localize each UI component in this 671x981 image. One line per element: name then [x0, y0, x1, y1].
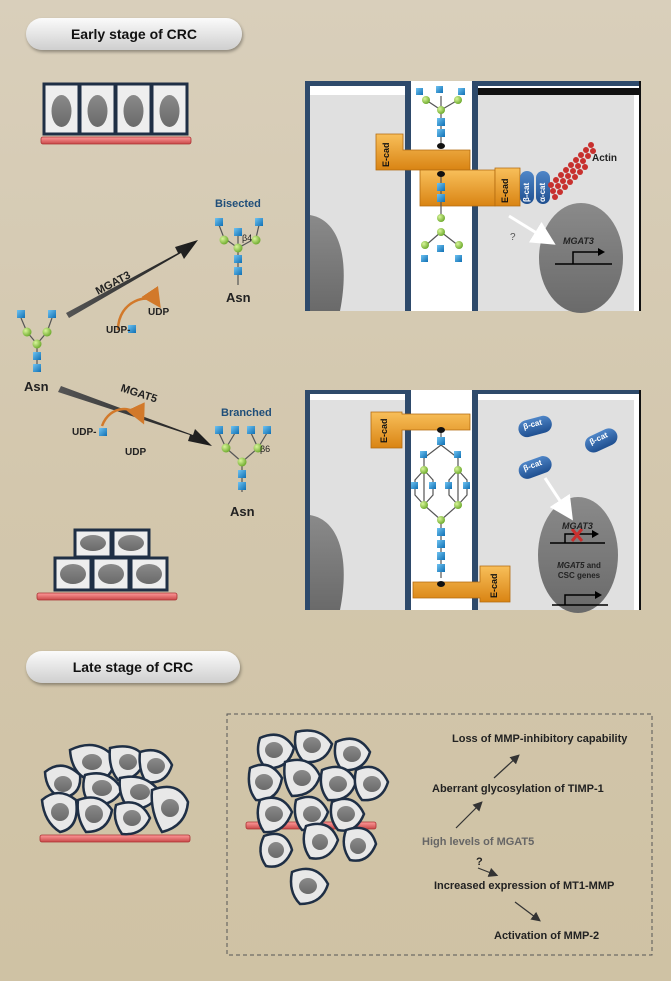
udp-label-top: UDP — [148, 307, 170, 318]
beta-cat-label-top: β-cat — [522, 182, 531, 202]
dysplastic-epithelium — [36, 528, 178, 601]
basement-membrane — [39, 834, 191, 843]
increased-label: Increased expression of MT1-MMP — [434, 880, 615, 892]
beta-catenin-free — [585, 428, 618, 453]
mgat3-gene-label-bottom: MGAT3 — [562, 521, 593, 531]
branched-label: Branched — [221, 407, 272, 419]
beta6-label: β6 — [260, 444, 271, 454]
beta-catenin-free — [518, 415, 552, 438]
invading-tumor — [245, 729, 390, 906]
normal-epithelium — [40, 82, 192, 145]
activation-label: Activation of MMP-2 — [494, 930, 600, 942]
repression-x — [570, 528, 584, 542]
adherens-junction-panel-top: ? — [305, 81, 641, 313]
mechanism-box — [226, 713, 653, 956]
nucleus — [538, 497, 618, 613]
cell-membrane — [305, 390, 310, 610]
beta4-label: β4 — [242, 233, 253, 243]
question-mark: ? — [510, 232, 516, 243]
mgat5-csc-label: MGAT5 and CSC genes — [553, 561, 605, 581]
actin-label: Actin — [592, 153, 617, 164]
bisected-glycan — [215, 218, 263, 285]
promoter-arrow — [555, 251, 612, 265]
beta-catenin-free — [518, 456, 552, 479]
basement-membrane — [36, 592, 178, 601]
ecad-label-top-left: E-cad — [381, 142, 391, 167]
glycan-reactions: MGAT3 MGAT5 — [17, 218, 271, 492]
basement-membrane — [40, 136, 192, 145]
junction-glycan-top — [416, 86, 465, 262]
cell-membrane — [405, 390, 411, 610]
junction-glycan-bottom — [411, 427, 470, 587]
cell-membrane — [405, 81, 411, 311]
udp-sugar-label-bottom: UDP- — [72, 427, 97, 438]
ecad-label-top-right: E-cad — [500, 178, 510, 203]
ecad-label-bottom-left: E-cad — [379, 418, 389, 443]
high-mgat5-label: High levels of MGAT5 — [422, 836, 535, 848]
e-cadherin-left — [375, 133, 471, 171]
e-cadherin-left — [370, 411, 471, 449]
udp-transfer-arrow-2 — [100, 402, 145, 427]
beta-catenin — [520, 171, 534, 204]
ecad-label-bottom-right: E-cad — [489, 573, 499, 598]
tumor-mass-left — [39, 743, 191, 843]
question-late-label: ? — [476, 856, 483, 868]
mgat3-arrow — [66, 240, 198, 318]
substrate-glycan — [17, 310, 56, 372]
aberrant-label: Aberrant glycosylation of TIMP-1 — [432, 783, 604, 795]
nucleus — [539, 203, 623, 313]
cell-membrane — [472, 390, 478, 610]
udp-transfer-arrow — [116, 285, 161, 331]
udp-sugar-label-top: UDP- — [106, 325, 131, 336]
actin-filaments — [548, 142, 596, 200]
mgat5-enzyme-label: MGAT5 — [119, 382, 159, 405]
csc-genes-label: and CSC genes — [557, 561, 601, 580]
late-stage-label: Late stage of CRC — [26, 651, 240, 683]
asn-label-substrate: Asn — [24, 379, 49, 394]
early-stage-label: Early stage of CRC — [26, 18, 242, 50]
bisected-label: Bisected — [215, 198, 261, 210]
adherens-junction-panel-bottom — [305, 390, 641, 613]
signal-arrow — [508, 214, 556, 245]
alpha-cat-label-top: α-cat — [538, 182, 547, 202]
signal-arrow — [543, 477, 573, 521]
late-stage-arrows — [455, 754, 541, 922]
udp-label-bottom: UDP — [125, 447, 147, 458]
mgat3-gene-label-top: MGAT3 — [563, 236, 594, 246]
asn-label-bisected: Asn — [226, 290, 251, 305]
asn-label-branched: Asn — [230, 504, 255, 519]
cell-membrane — [305, 81, 310, 311]
e-cadherin-right — [412, 565, 511, 603]
branched-glycan — [215, 426, 271, 492]
loss-label: Loss of MMP-inhibitory capability — [452, 733, 628, 745]
mgat5-gene-label: MGAT5 — [557, 561, 585, 570]
alpha-catenin — [536, 171, 550, 204]
